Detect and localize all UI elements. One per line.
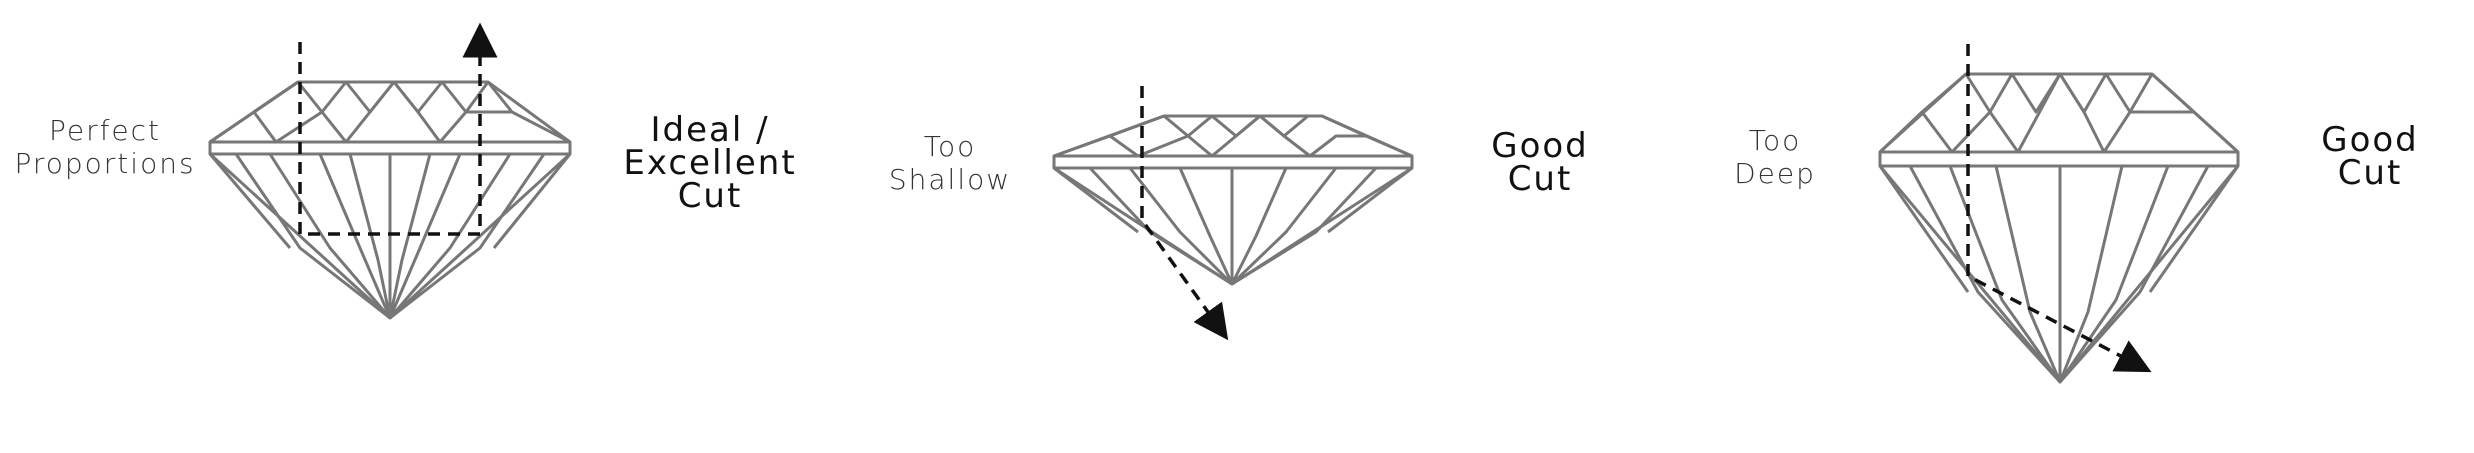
too-deep-label: Too Deep: [1734, 124, 1816, 190]
diamond-too-deep: [1878, 72, 2240, 384]
good-cut-label-deep: Good Cut: [2321, 120, 2419, 193]
light-path-too-shallow: [1140, 86, 1229, 341]
diamond-perfect: [208, 80, 572, 320]
ideal-excellent-cut-label: Ideal / Excellent Cut: [623, 110, 797, 216]
diamond-too-shallow: [1052, 114, 1414, 286]
perfect-proportions-label: Perfect Proportions: [14, 114, 196, 180]
light-path-perfect: [298, 22, 498, 236]
too-shallow-label: Too Shallow: [888, 130, 1012, 196]
light-path-too-deep: [1966, 44, 2152, 373]
good-cut-label-shallow: Good Cut: [1491, 126, 1589, 199]
